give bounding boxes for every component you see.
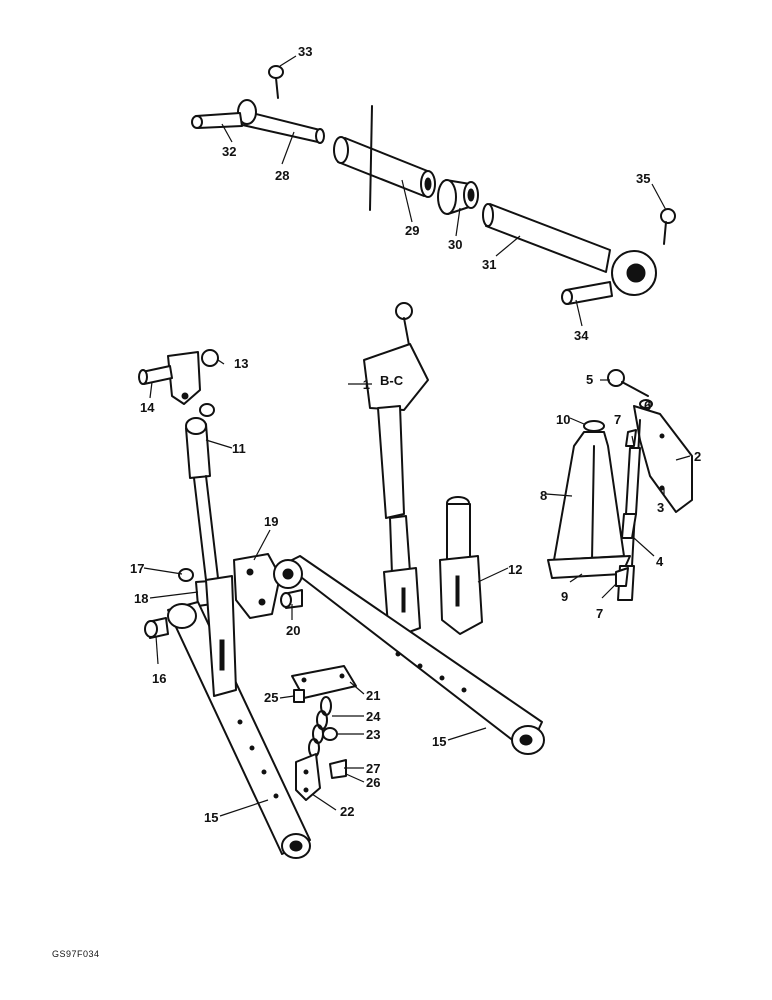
callout-29: 29 xyxy=(405,223,419,238)
part-13-bush xyxy=(201,349,219,367)
part-34-pin xyxy=(561,281,613,305)
part-14-bracket xyxy=(138,351,201,405)
callout-18: 18 xyxy=(134,591,148,606)
callout-6: 6 xyxy=(644,398,651,413)
callout-2: 2 xyxy=(694,449,701,464)
part-left-clevis xyxy=(205,575,237,697)
part-2-housing xyxy=(633,405,693,513)
part-31-top-link xyxy=(482,203,657,296)
callout-33: 33 xyxy=(298,44,312,59)
callout-17: 17 xyxy=(130,561,144,576)
part-29-tube xyxy=(333,105,436,211)
callout-8: 8 xyxy=(540,488,547,503)
callout-3: 3 xyxy=(657,500,664,515)
part-16-pin xyxy=(144,617,169,639)
callout-7-lower: 7 xyxy=(596,606,603,621)
part-7-bolt-upper xyxy=(625,429,637,447)
part-15-lower-link-right xyxy=(273,555,545,755)
callout-20: 20 xyxy=(286,623,300,638)
callout-9: 9 xyxy=(561,589,568,604)
part-33-linch-pin xyxy=(268,65,284,99)
callout-10: 10 xyxy=(556,412,570,427)
callout-35: 35 xyxy=(636,171,650,186)
part-32-pin-end xyxy=(191,112,243,129)
callout-16: 16 xyxy=(152,671,166,686)
part-28-pin xyxy=(237,99,325,144)
callout-32: 32 xyxy=(222,144,236,159)
part-10-cap xyxy=(583,420,605,432)
part-27-pin xyxy=(329,759,347,779)
callout-22: 22 xyxy=(340,804,354,819)
callout-27: 27 xyxy=(366,761,380,776)
part-1-adjusting-lift-rod: B-C xyxy=(363,302,429,637)
callout-31: 31 xyxy=(482,257,496,272)
part-22-chain-plate xyxy=(295,753,321,801)
callout-1: 1 xyxy=(363,377,370,392)
callout-30: 30 xyxy=(448,237,462,252)
callout-14: 14 xyxy=(140,400,155,415)
callout-34: 34 xyxy=(574,328,589,343)
callout-24: 24 xyxy=(366,709,381,724)
callout-26: 26 xyxy=(366,775,380,790)
part-24-chain xyxy=(308,696,332,758)
figure-code: GS97F034 xyxy=(52,949,100,959)
part-17-clip xyxy=(178,568,194,582)
part-7-bolt-lower xyxy=(615,567,629,587)
callout-7-upper: 7 xyxy=(614,412,621,427)
part-35-linch-pin xyxy=(660,208,676,245)
callout-19: 19 xyxy=(264,514,278,529)
part-5-handle xyxy=(607,369,649,397)
callout-25: 25 xyxy=(264,690,278,705)
callout-28: 28 xyxy=(275,168,289,183)
part-12-clevis-tube xyxy=(439,496,483,635)
part-23-shackle xyxy=(322,727,338,741)
callout-23: 23 xyxy=(366,727,380,742)
callout-15-right: 15 xyxy=(432,734,446,749)
part-30-bush xyxy=(437,179,479,215)
part-15-lower-link-left xyxy=(167,601,311,859)
leader-lines xyxy=(143,55,691,817)
lift-rod-marking: B-C xyxy=(380,373,404,388)
callout-labels: 1 2 3 4 5 6 7 7 8 9 10 11 12 13 14 15 15… xyxy=(130,44,701,825)
callout-21: 21 xyxy=(366,688,380,703)
callout-15-left: 15 xyxy=(204,810,218,825)
callout-11: 11 xyxy=(232,441,246,456)
part-20-pin xyxy=(280,589,303,609)
callout-13: 13 xyxy=(234,356,248,371)
callout-4: 4 xyxy=(656,554,664,569)
part-19-plate xyxy=(233,553,281,619)
part-25-pin xyxy=(293,689,305,703)
part-11-lift-rod xyxy=(185,403,219,581)
callout-12: 12 xyxy=(508,562,522,577)
callout-5: 5 xyxy=(586,372,593,387)
